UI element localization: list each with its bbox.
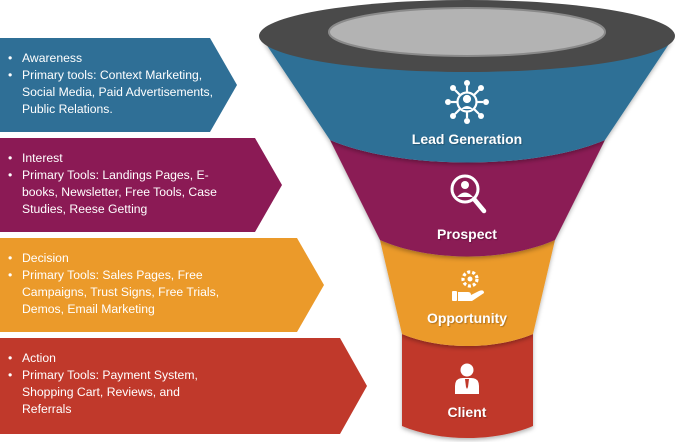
stage-label-opportunity: Opportunity [426, 310, 508, 326]
arrow-description: Primary tools: Context Marketing, Social… [8, 67, 232, 118]
stage-label-lead-generation: Lead Generation [411, 131, 523, 147]
businessman-icon [455, 363, 479, 394]
action-arrow: Action Primary Tools: Payment System, Sh… [0, 338, 367, 434]
arrow-title: Interest [8, 150, 227, 167]
stage-label-prospect: Prospect [437, 226, 497, 242]
arrow-description: Primary Tools: Landings Pages, E-books, … [8, 167, 227, 218]
arrow-title: Action [8, 350, 222, 367]
funnel-opening [328, 7, 606, 57]
gear-hand-icon [452, 270, 484, 301]
interest-arrow: Interest Primary Tools: Landings Pages, … [0, 138, 282, 232]
network-people-icon [445, 80, 489, 124]
arrow-description: Primary Tools: Sales Pages, Free Campaig… [8, 267, 222, 318]
funnel-segment-prospect [330, 140, 605, 257]
decision-arrow: Decision Primary Tools: Sales Pages, Fre… [0, 238, 324, 332]
arrow-description: Primary Tools: Payment System, Shopping … [8, 367, 222, 418]
stage-label-client: Client [447, 404, 487, 420]
awareness-arrow: Awareness Primary tools: Context Marketi… [0, 38, 237, 132]
arrow-title: Decision [8, 250, 222, 267]
magnifier-person-icon [450, 174, 487, 214]
arrow-title: Awareness [8, 50, 232, 67]
